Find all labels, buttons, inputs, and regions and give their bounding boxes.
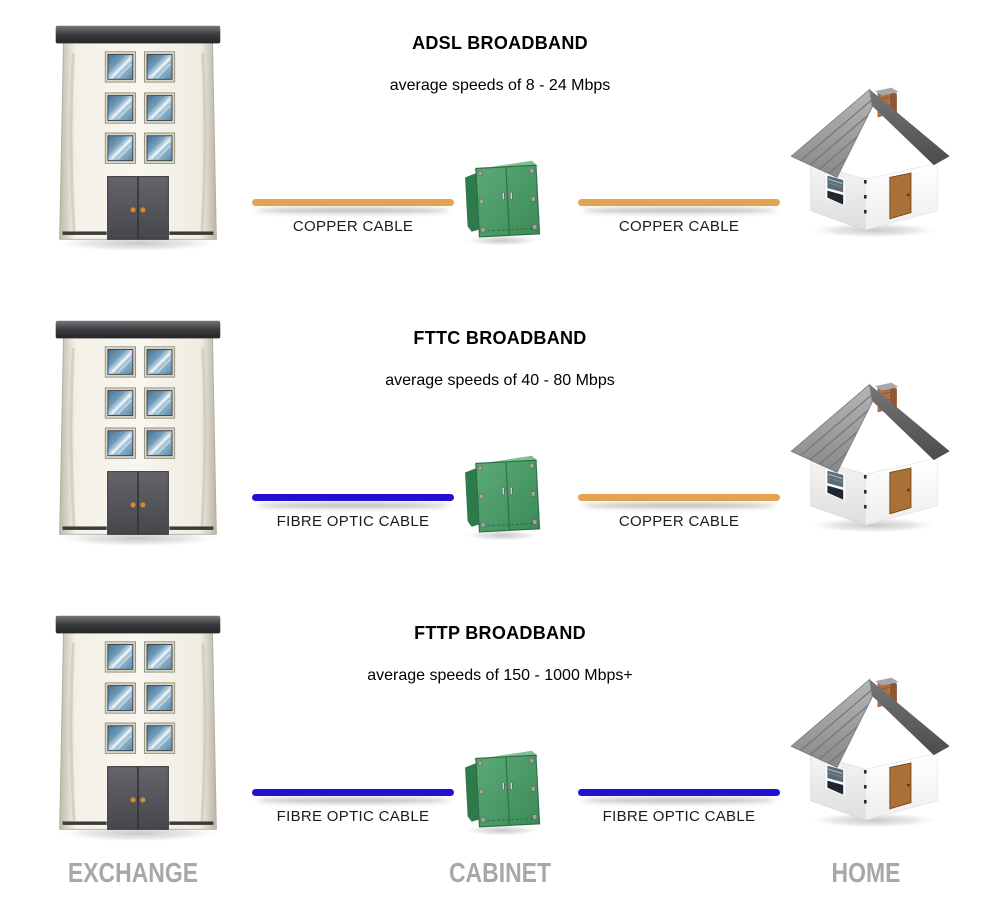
cable-label: FIBRE OPTIC CABLE	[276, 513, 430, 530]
cable-label: COPPER CABLE	[292, 218, 414, 235]
row-adsl: ADSL BROADBAND average speeds of 8 - 24 …	[0, 0, 1000, 295]
row-subtitle: average speeds of 150 - 1000 Mbps+	[367, 667, 633, 684]
cabinet-to-home-cable: COPPER CABLE	[578, 199, 780, 241]
house-icon	[786, 70, 962, 254]
row-subtitle: average speeds of 40 - 80 Mbps	[385, 372, 615, 389]
cable-line	[578, 199, 780, 206]
cable-line	[252, 789, 454, 796]
cabinet-to-home-cable: FIBRE OPTIC CABLE	[578, 789, 780, 831]
exchange-building-icon	[46, 604, 230, 844]
row-fttc: FTTC BROADBAND average speeds of 40 - 80…	[0, 295, 1000, 590]
cabinet-to-home-cable: COPPER CABLE	[578, 494, 780, 536]
row-title: ADSL BROADBAND	[412, 33, 588, 53]
street-cabinet-icon	[455, 445, 549, 545]
cable-label: COPPER CABLE	[618, 513, 740, 530]
row-subtitle: average speeds of 8 - 24 Mbps	[389, 77, 611, 94]
footer-label-cabinet: CABINET	[448, 857, 552, 888]
exchange-to-cabinet-cable: FIBRE OPTIC CABLE	[252, 789, 454, 831]
house-icon	[786, 660, 962, 844]
row-title: FTTP BROADBAND	[414, 623, 586, 643]
exchange-building-icon	[46, 14, 230, 254]
street-cabinet-icon	[455, 150, 549, 250]
exchange-building-icon	[46, 309, 230, 549]
street-cabinet-icon	[455, 740, 549, 840]
row-fttp: FTTP BROADBAND average speeds of 150 - 1…	[0, 590, 1000, 885]
cable-label: FIBRE OPTIC CABLE	[276, 808, 430, 825]
cable-line	[578, 494, 780, 501]
cable-line	[252, 199, 454, 206]
house-icon	[786, 365, 962, 549]
exchange-to-cabinet-cable: COPPER CABLE	[252, 199, 454, 241]
cable-line	[578, 789, 780, 796]
footer-label-exchange: EXCHANGE	[67, 857, 199, 888]
footer-label-home: HOME	[831, 857, 901, 888]
row-title: FTTC BROADBAND	[413, 328, 587, 348]
cable-line	[252, 494, 454, 501]
cable-label: FIBRE OPTIC CABLE	[602, 808, 756, 825]
exchange-to-cabinet-cable: FIBRE OPTIC CABLE	[252, 494, 454, 536]
cable-label: COPPER CABLE	[618, 218, 740, 235]
